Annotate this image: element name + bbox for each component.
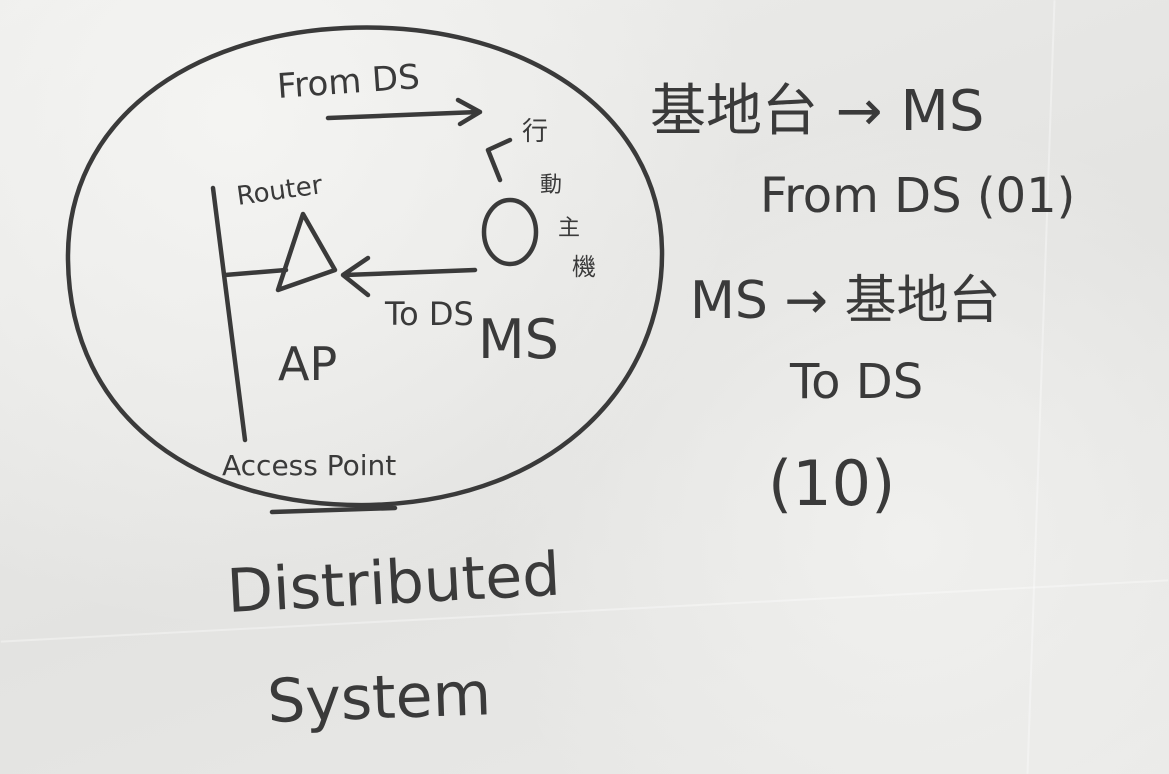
wired-backbone-line bbox=[210, 185, 248, 443]
ellipse-underline bbox=[269, 505, 398, 515]
mobile-station-icon bbox=[481, 197, 539, 267]
ms-note-char: 主 bbox=[558, 216, 580, 241]
ms-note-char: 機 bbox=[572, 253, 596, 281]
access-point-icon bbox=[275, 211, 338, 293]
ap-label: AP bbox=[278, 337, 337, 391]
access-point-label: Access Point bbox=[222, 449, 396, 482]
ap-link-line bbox=[222, 267, 289, 278]
ms-pointer-arrow bbox=[485, 137, 513, 183]
system-label: System bbox=[266, 659, 492, 737]
to-ds-arrowhead bbox=[340, 255, 371, 298]
distribution-system-ellipse bbox=[65, 25, 665, 508]
ms-label: MS bbox=[478, 308, 559, 371]
note-line-2: From DS (01) bbox=[760, 168, 1075, 224]
note-line-4: To DS bbox=[789, 354, 923, 410]
router-label: Router bbox=[235, 170, 325, 212]
ms-note-char: 行 bbox=[522, 117, 548, 147]
note-line-1: 基地台 → MS bbox=[650, 79, 984, 144]
from-ds-label: From DS bbox=[276, 57, 421, 107]
from-ds-arrowhead bbox=[455, 97, 483, 127]
to-ds-label: To DS bbox=[384, 295, 474, 333]
to-ds-arrow bbox=[342, 267, 478, 278]
note-line-3: MS → 基地台 bbox=[690, 271, 1001, 331]
distributed-label: Distributed bbox=[225, 540, 562, 627]
note-line-5: (10) bbox=[768, 447, 895, 520]
from-ds-arrow bbox=[325, 109, 481, 121]
ms-note-char: 動 bbox=[540, 173, 562, 198]
